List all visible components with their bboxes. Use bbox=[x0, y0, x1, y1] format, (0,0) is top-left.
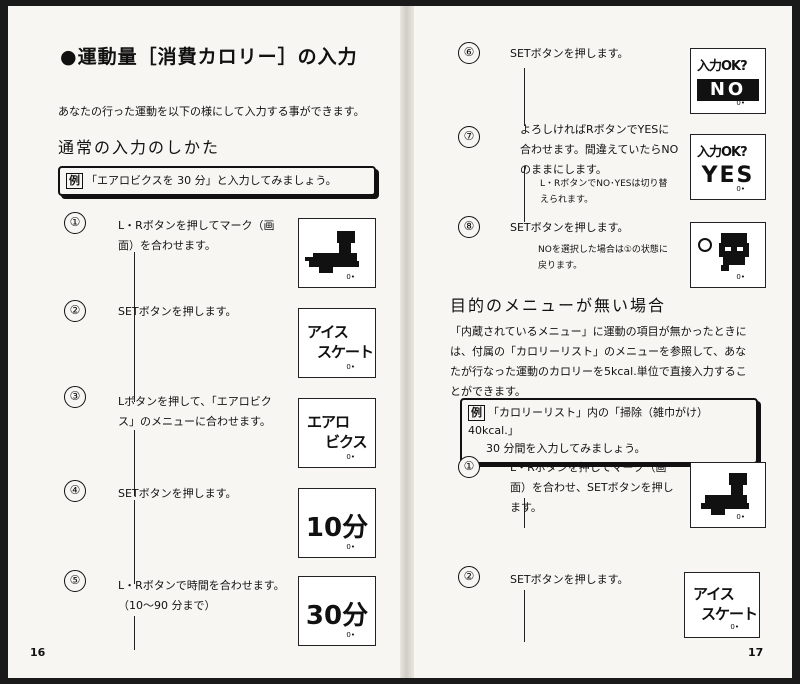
step-number: ② bbox=[64, 300, 86, 322]
step-number: ⑥ bbox=[458, 42, 480, 64]
lcd-screen-10-min: 10分 0• bbox=[298, 488, 376, 558]
step-7-note: L・RボタンでNO･YESは切り替えられます。 bbox=[540, 179, 668, 205]
step-8-text: SETボタンを押します。 bbox=[510, 221, 629, 234]
example-box: 例「エアロビクスを 30 分」と入力してみましょう。 bbox=[58, 166, 376, 196]
lcd-screen-character-return: 0• bbox=[690, 222, 766, 288]
example-box: 例「カロリーリスト」内の「掃除（雑巾がけ）40kcal.」 30 分間を入力して… bbox=[460, 398, 758, 464]
character-icon bbox=[701, 473, 749, 515]
connector-line bbox=[524, 68, 525, 126]
lcd-screen-ice-skate: アイス スケート 0• bbox=[298, 308, 376, 378]
page-title: ●運動量［消費カロリー］の入力 bbox=[60, 46, 358, 68]
connector-line bbox=[134, 326, 135, 402]
step-number: ⑤ bbox=[64, 570, 86, 592]
step-3-text: Lボタンを押して、「エアロビクス」のメニューに合わせます。 bbox=[118, 395, 272, 428]
lcd-screen-character: 0• bbox=[298, 218, 376, 288]
lcd-screen-confirm-yes: 入力OK? YES 0• bbox=[690, 134, 766, 200]
example-badge: 例 bbox=[66, 173, 83, 189]
lcd-screen-30-min: 30分 0• bbox=[298, 576, 376, 646]
intro-text: あなたの行った運動を以下の様にして入力する事ができます。 bbox=[58, 105, 365, 118]
connector-line bbox=[524, 590, 525, 642]
section-heading: 通常の入力のしかた bbox=[58, 138, 221, 157]
step-number: ④ bbox=[64, 480, 86, 502]
step-4-text: SETボタンを押します。 bbox=[118, 487, 237, 500]
connector-line bbox=[134, 500, 135, 584]
connector-line bbox=[524, 166, 525, 222]
step-number: ② bbox=[458, 566, 480, 588]
character-icon bbox=[698, 233, 749, 271]
example-badge: 例 bbox=[468, 405, 485, 421]
connector-line bbox=[134, 252, 135, 344]
lcd-screen-ice-skate: アイス スケート 0• bbox=[684, 572, 760, 638]
connector-line bbox=[134, 616, 135, 650]
step-1-text: L・Rボタンを押してマーク（画面）を合わせます。 bbox=[118, 219, 275, 252]
custom-step-2-text: SETボタンを押します。 bbox=[510, 573, 629, 586]
step-number: ③ bbox=[64, 386, 86, 408]
page-gutter bbox=[400, 6, 414, 678]
lcd-screen-character: 0• bbox=[690, 462, 766, 528]
missing-menu-paragraph: 「内蔵されているメニュー」に運動の項目が無かったときには、付属の「カロリーリスト… bbox=[450, 325, 747, 398]
step-number: ① bbox=[64, 212, 86, 234]
character-icon bbox=[305, 231, 359, 273]
page-number: 17 bbox=[748, 646, 764, 659]
step-number: ① bbox=[458, 456, 480, 478]
example-text: 「エアロビクスを 30 分」と入力してみましょう。 bbox=[86, 174, 337, 187]
connector-line bbox=[134, 430, 135, 496]
connector-line bbox=[524, 498, 525, 528]
lcd-screen-confirm-no: 入力OK? NO 0• bbox=[690, 48, 766, 114]
page-17: ⑥ SETボタンを押します。 入力OK? NO 0• ⑦ よろしければRボタンで… bbox=[414, 6, 792, 678]
step-number: ⑦ bbox=[458, 126, 480, 148]
section-heading: 目的のメニューが無い場合 bbox=[450, 296, 667, 315]
lcd-screen-aerobics: エアロ ビクス 0• bbox=[298, 398, 376, 468]
step-number: ⑧ bbox=[458, 216, 480, 238]
custom-step-1-text: L・Rボタンを押してマーク（画面）を合わせ、SETボタンを押します。 bbox=[510, 461, 674, 514]
booklet-spread: ●運動量［消費カロリー］の入力 あなたの行った運動を以下の様にして入力する事がで… bbox=[8, 6, 792, 678]
step-6-text: SETボタンを押します。 bbox=[510, 47, 629, 60]
step-5-text: L・Rボタンで時間を合わせます。（10～90 分まで） bbox=[118, 579, 285, 612]
step-8-note: NOを選択した場合は①の状態に戻ります。 bbox=[538, 245, 668, 271]
page-number: 16 bbox=[30, 646, 46, 659]
step-2-text: SETボタンを押します。 bbox=[118, 305, 237, 318]
page-16: ●運動量［消費カロリー］の入力 あなたの行った運動を以下の様にして入力する事がで… bbox=[8, 6, 400, 678]
